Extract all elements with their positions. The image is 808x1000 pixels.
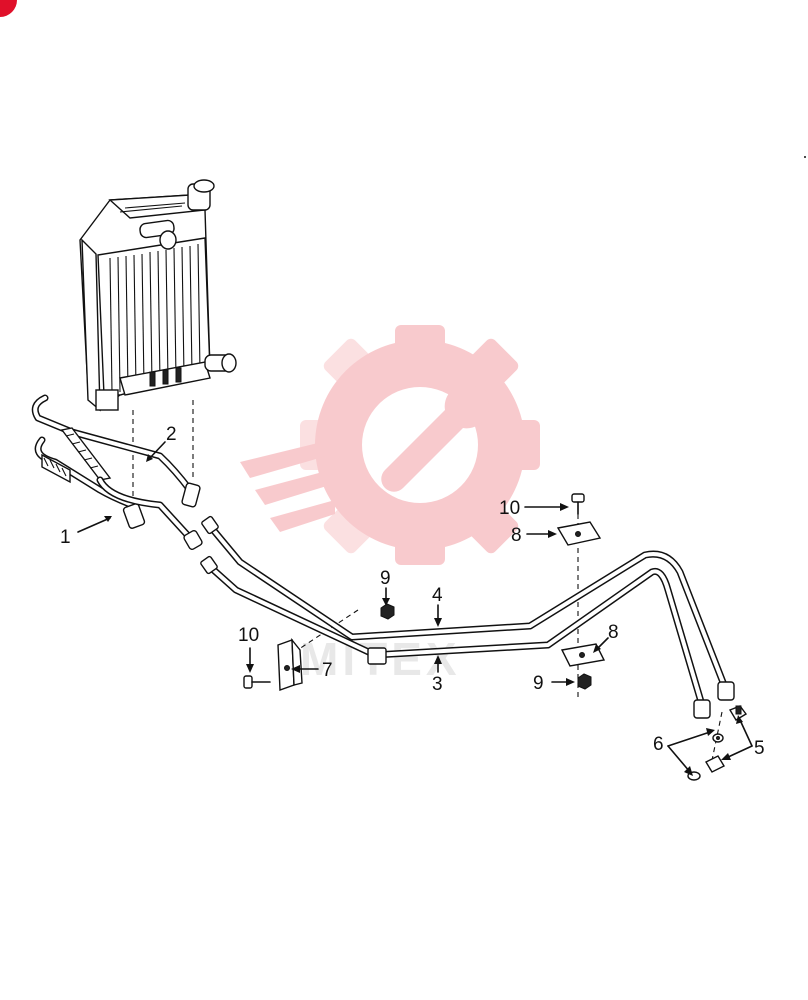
bracket-8-lower	[560, 643, 606, 667]
callout-8-upper: 8	[511, 525, 522, 546]
callout-3: 3	[432, 674, 443, 695]
washer-6	[687, 733, 724, 781]
bracket-8-upper	[556, 521, 602, 546]
callout-1: 1	[60, 527, 71, 548]
callout-2: 2	[166, 424, 177, 445]
callout-9-upper: 9	[380, 568, 391, 589]
leader-lines	[77, 441, 753, 776]
hose-assembly-1	[34, 436, 146, 529]
nut-9-lower	[577, 673, 592, 690]
bracket-7	[277, 637, 303, 691]
callout-7: 7	[322, 660, 333, 681]
oil-line-3	[200, 555, 711, 719]
bolt-10-upper	[571, 493, 585, 515]
bolt-10-left	[243, 675, 271, 689]
callout-9-lower: 9	[533, 673, 544, 694]
stray-dot	[804, 156, 806, 158]
callout-5: 5	[754, 738, 765, 759]
radiator	[79, 179, 237, 412]
hose-assembly-2	[31, 394, 203, 551]
callout-10-upper: 10	[499, 498, 520, 519]
callout-8-lower: 8	[608, 622, 619, 643]
callout-10-left: 10	[238, 625, 259, 646]
oil-line-4	[201, 515, 735, 701]
callout-4: 4	[432, 585, 443, 606]
callout-6: 6	[653, 734, 664, 755]
nut-9-upper	[380, 603, 395, 620]
fitting-5	[705, 705, 748, 773]
corner-badge	[0, 0, 17, 17]
gear-wrench-icon	[240, 325, 540, 565]
